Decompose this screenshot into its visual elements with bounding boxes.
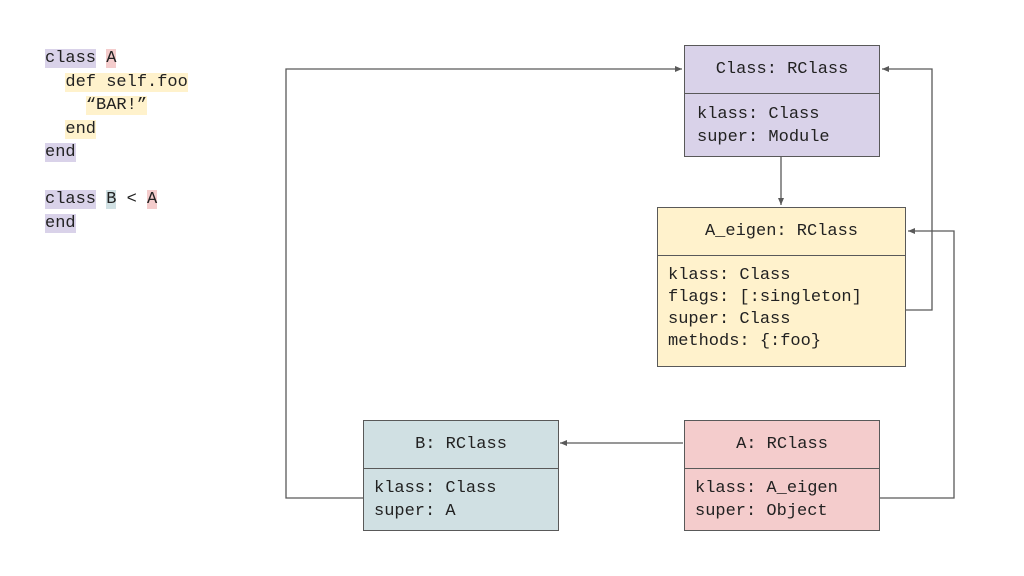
box-field: klass: Class bbox=[374, 479, 497, 498]
box-field: klass: Class bbox=[668, 266, 791, 285]
code-method-def: def self.foo bbox=[65, 72, 188, 92]
arrow-b-to-class bbox=[285, 66, 682, 499]
box-title: B: RClass bbox=[364, 421, 558, 469]
code-end: end bbox=[65, 119, 97, 139]
code-line: end bbox=[45, 118, 188, 142]
box-title: A: RClass bbox=[685, 421, 879, 469]
code-line: end bbox=[45, 141, 188, 165]
box-title: Class: RClass bbox=[685, 46, 879, 94]
class-rclass-box: Class: RClass klass: Class super: Module bbox=[684, 45, 880, 157]
box-field: methods: {:foo} bbox=[668, 332, 822, 351]
code-class-name: B bbox=[106, 190, 117, 209]
code-line: end bbox=[45, 212, 188, 236]
box-field: super: Module bbox=[697, 128, 830, 147]
code-end: end bbox=[45, 143, 76, 162]
box-field: klass: A_eigen bbox=[695, 479, 838, 498]
code-class-name: A bbox=[147, 190, 158, 209]
b-rclass-box: B: RClass klass: Class super: A bbox=[363, 420, 559, 531]
box-field: klass: Class bbox=[697, 105, 820, 124]
code-operator: < bbox=[126, 190, 137, 209]
box-title: A_eigen: RClass bbox=[658, 208, 905, 256]
code-end: end bbox=[45, 213, 76, 233]
code-line: def self.foo bbox=[45, 71, 188, 95]
code-line: class A bbox=[45, 47, 188, 71]
code-string: “BAR!” bbox=[85, 96, 148, 115]
arrow-a-to-aeigen bbox=[879, 228, 955, 499]
code-line: “BAR!” bbox=[45, 94, 188, 118]
box-field: flags: [:singleton] bbox=[668, 288, 862, 307]
arrow-aeigen-to-class bbox=[882, 66, 933, 311]
box-field: super: Class bbox=[668, 310, 791, 329]
a-rclass-box: A: RClass klass: A_eigen super: Object bbox=[684, 420, 880, 531]
box-field: super: A bbox=[374, 502, 456, 521]
code-keyword: class bbox=[45, 190, 97, 209]
aeigen-rclass-box: A_eigen: RClass klass: Class flags: [:si… bbox=[657, 207, 906, 367]
code-snippet: class A def self.foo “BAR!” end end clas… bbox=[45, 47, 188, 235]
code-class-name: A bbox=[106, 49, 117, 68]
code-keyword: class bbox=[45, 49, 97, 68]
code-line: class B < A bbox=[45, 188, 188, 212]
box-field: super: Object bbox=[695, 502, 828, 521]
